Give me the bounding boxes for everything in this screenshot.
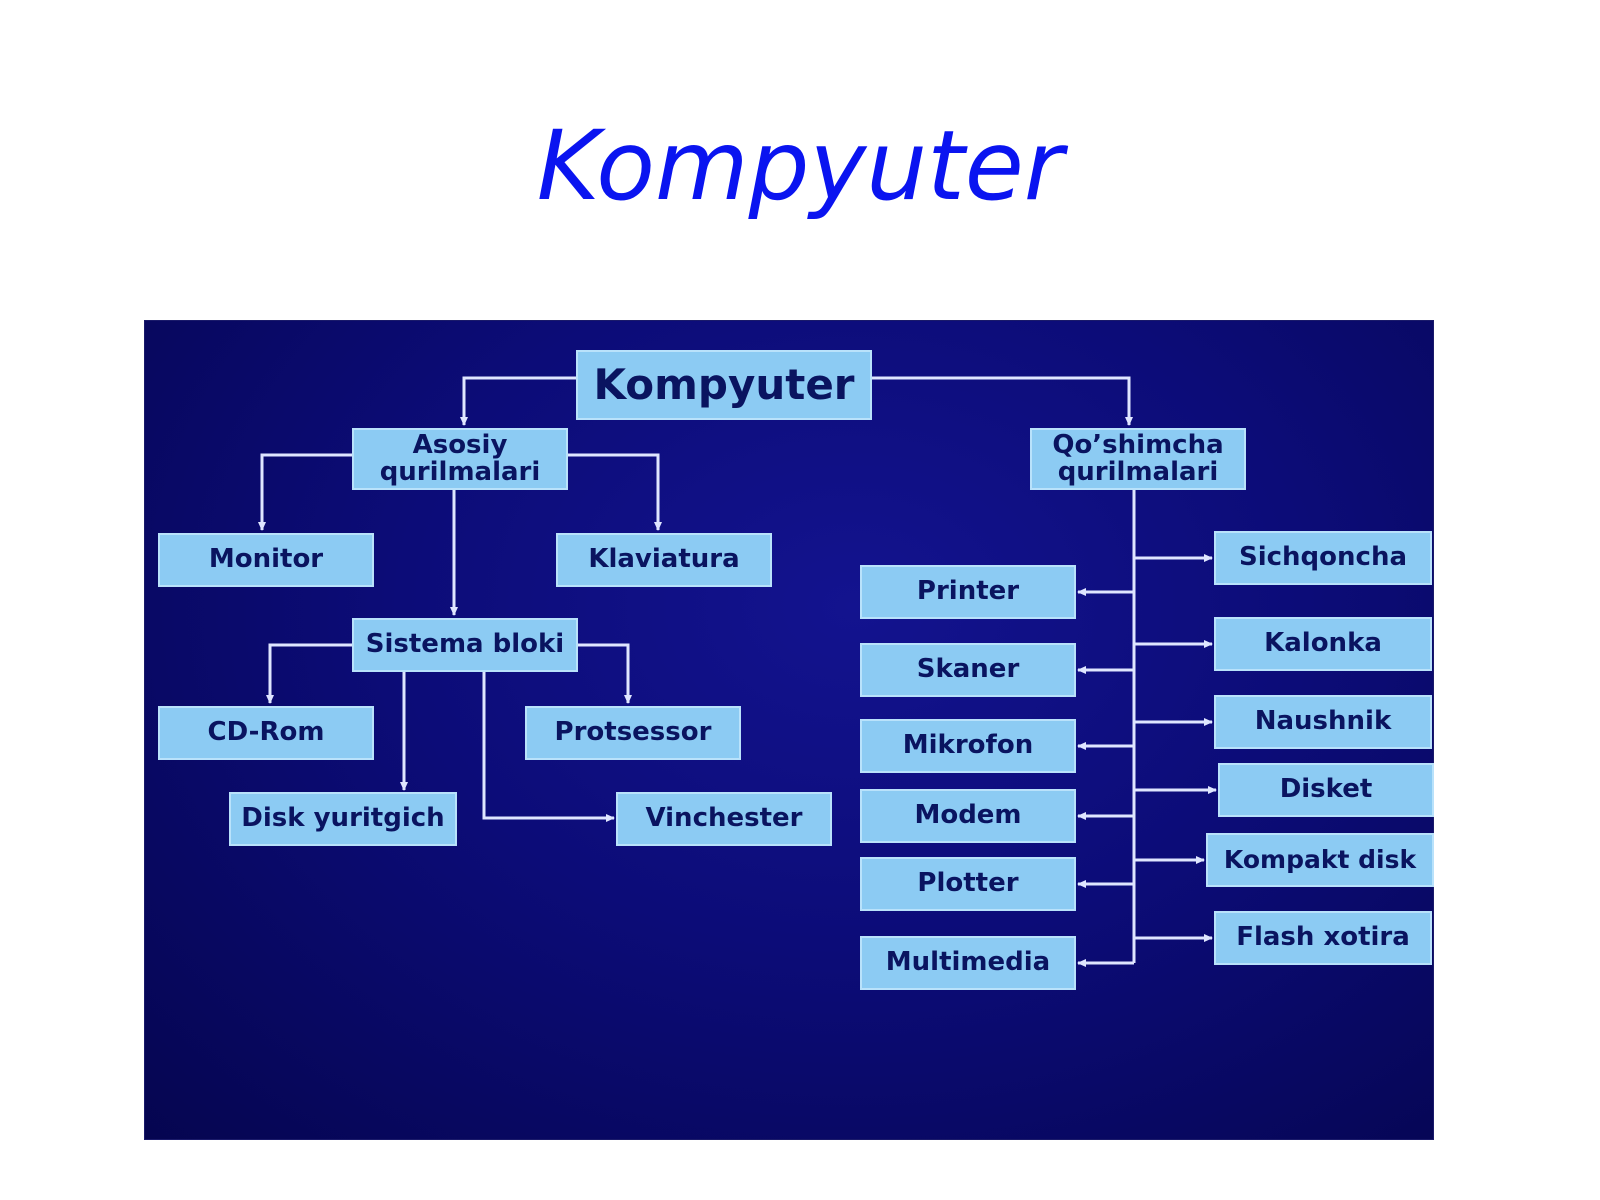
node-root: Kompyuter bbox=[576, 350, 872, 420]
node-kalonka: Kalonka bbox=[1214, 617, 1432, 671]
slide-title: Kompyuter bbox=[536, 110, 1064, 222]
node-plotter: Plotter bbox=[860, 857, 1076, 911]
node-flash-xotira: Flash xotira bbox=[1214, 911, 1432, 965]
node-multimedia: Multimedia bbox=[860, 936, 1076, 990]
node-sistema-bloki: Sistema bloki bbox=[352, 618, 578, 672]
diagram-panel: Kompyuter Asosiy qurilmalari Qo’shimcha … bbox=[144, 320, 1434, 1140]
node-printer: Printer bbox=[860, 565, 1076, 619]
node-cd-rom: CD-Rom bbox=[158, 706, 374, 760]
node-protsessor: Protsessor bbox=[525, 706, 741, 760]
node-sichqoncha: Sichqoncha bbox=[1214, 531, 1432, 585]
node-main-group: Asosiy qurilmalari bbox=[352, 428, 568, 490]
node-skaner: Skaner bbox=[860, 643, 1076, 697]
node-kompakt-disk: Kompakt disk bbox=[1206, 833, 1434, 887]
connector-sistema-vinchester bbox=[482, 669, 615, 822]
connector-sistema-protsessor bbox=[576, 643, 632, 704]
connector-main-monitor bbox=[258, 453, 354, 531]
connector-root-main bbox=[460, 376, 576, 426]
node-disk-yuritgich: Disk yuritgich bbox=[229, 792, 457, 846]
node-mikrofon: Mikrofon bbox=[860, 719, 1076, 773]
node-monitor: Monitor bbox=[158, 533, 374, 587]
connector-root-extra bbox=[870, 376, 1133, 426]
connector-lines bbox=[258, 376, 1217, 967]
node-disket: Disket bbox=[1218, 763, 1434, 817]
node-naushnik: Naushnik bbox=[1214, 695, 1432, 749]
node-extra-group: Qo’shimcha qurilmalari bbox=[1030, 428, 1246, 490]
connector-main-klaviatura bbox=[564, 453, 662, 531]
node-klaviatura: Klaviatura bbox=[556, 533, 772, 587]
node-vinchester: Vinchester bbox=[616, 792, 832, 846]
connector-sistema-cdrom bbox=[266, 643, 354, 704]
node-modem: Modem bbox=[860, 789, 1076, 843]
